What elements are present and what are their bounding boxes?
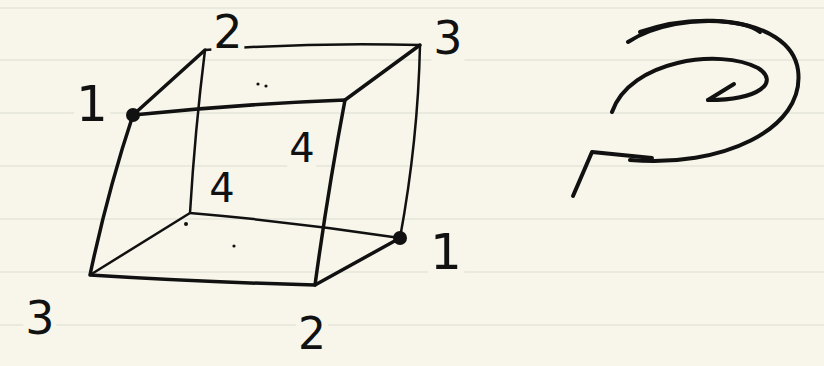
- vertex-label: 3: [23, 295, 56, 341]
- vertex-label: 1: [74, 79, 110, 129]
- vertex-label: 4: [287, 128, 316, 168]
- ruled-lines: [0, 8, 824, 325]
- vertex-label: 3: [431, 15, 464, 61]
- vertex-label: 1: [428, 227, 464, 277]
- vertex-label: 2: [211, 9, 244, 55]
- vertex-label: 4: [207, 168, 236, 208]
- cube-edges: [90, 44, 420, 285]
- vertex-dots: [126, 82, 407, 247]
- vertex-label: 2: [296, 312, 328, 356]
- rotation-arrow: [573, 21, 799, 196]
